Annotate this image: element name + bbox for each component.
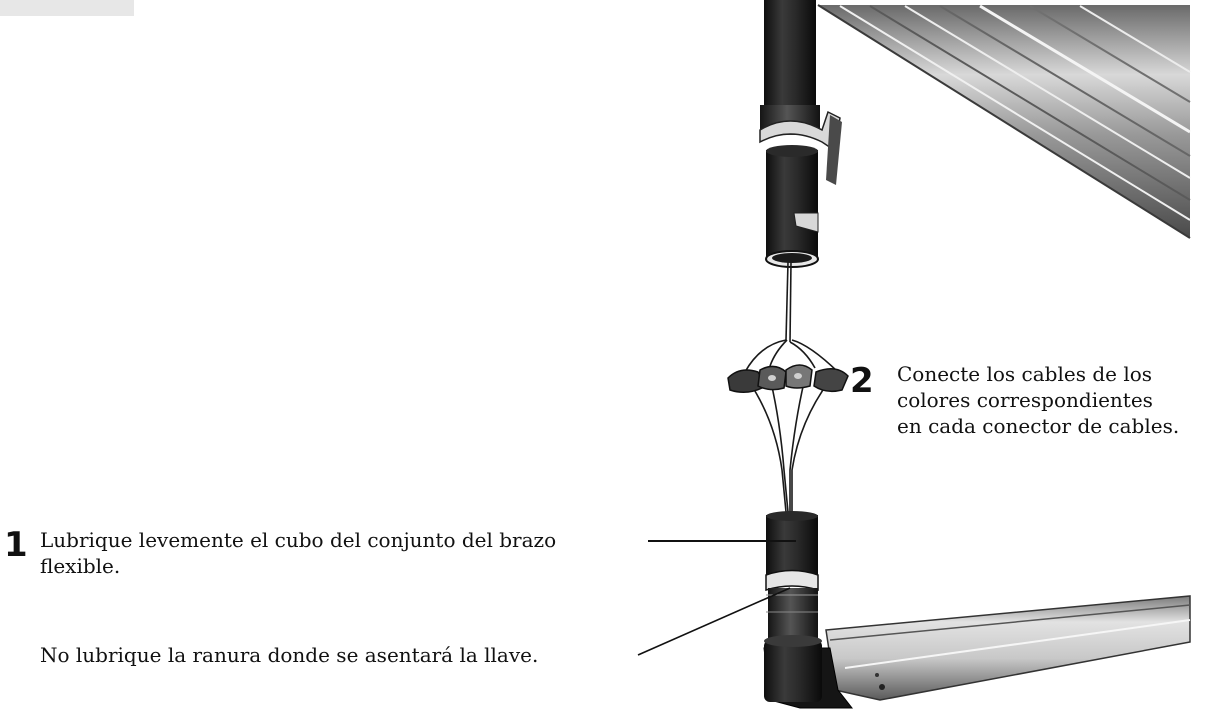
step-1-line-1: Lubrique levemente el cubo del conjunto … bbox=[40, 528, 557, 552]
upper-rail bbox=[817, 4, 1191, 239]
step-1-text: Lubrique levemente el cubo del conjunto … bbox=[40, 527, 556, 579]
step-1-number: 1 bbox=[4, 525, 28, 565]
wire-connectors bbox=[727, 364, 849, 393]
page-corner-tab bbox=[0, 0, 134, 16]
leader-lines bbox=[637, 540, 796, 656]
step-2-number: 2 bbox=[850, 361, 874, 401]
step-2-line-2: colores correspondientes bbox=[897, 388, 1153, 412]
upper-pole bbox=[759, 0, 842, 268]
step-2-line-1: Conecte los cables de los bbox=[897, 362, 1153, 386]
lower-arm bbox=[763, 595, 1191, 709]
step-1-note: No lubrique la ranura donde se asentará … bbox=[40, 643, 539, 667]
lower-hub bbox=[765, 511, 819, 648]
step-1-line-2: flexible. bbox=[40, 554, 121, 578]
leader-line-note bbox=[637, 587, 791, 656]
step-2-line-3: en cada conector de cables. bbox=[897, 414, 1180, 438]
step-2-text: Conecte los cables de los colores corres… bbox=[897, 361, 1179, 439]
